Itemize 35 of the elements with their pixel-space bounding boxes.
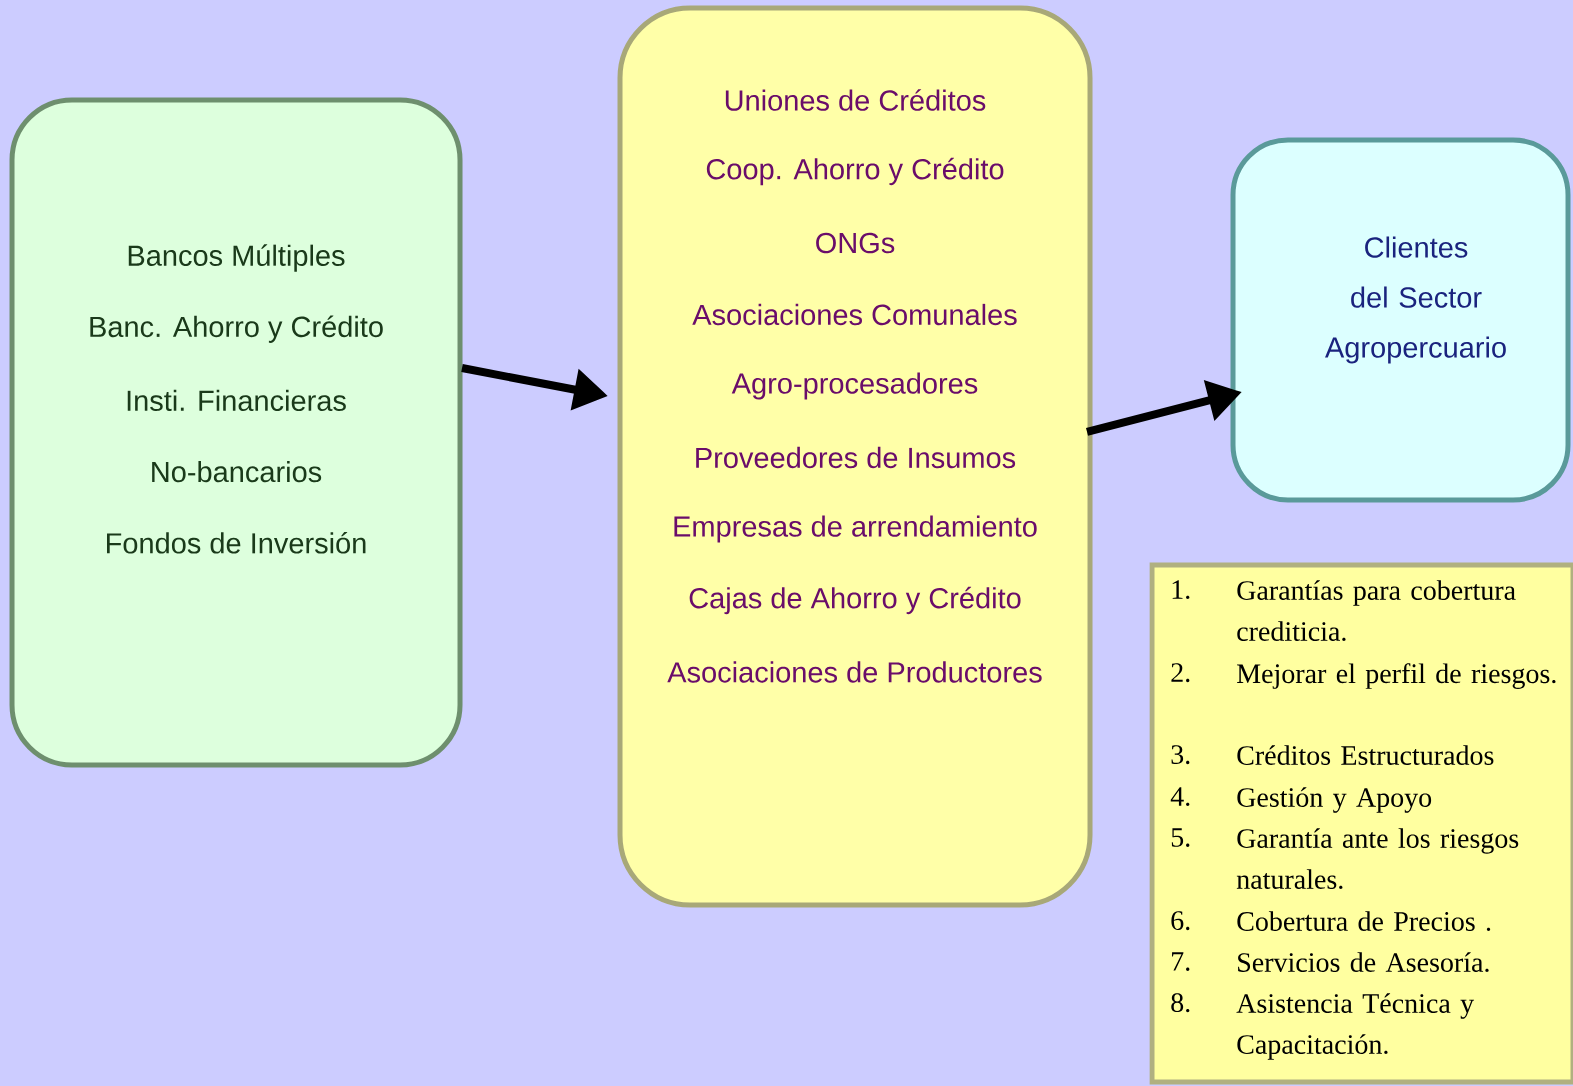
item-text: Fondos de Inversión	[107, 532, 366, 554]
client-text: Clientes del Sector Agropercuario	[1325, 236, 1506, 364]
list-number: 1.	[1172, 580, 1190, 600]
list-item: Cobertura de Precios .	[1237, 911, 1491, 931]
item-text: Empresas de arrendamiento	[674, 515, 1037, 543]
list-item: Asistencia Técnica y Capacitación.	[1236, 993, 1474, 1060]
list-box	[1149, 562, 1573, 1085]
rounded-box	[1230, 137, 1571, 503]
list-number: 3.	[1171, 745, 1190, 765]
item-text: Banc. Ahorro y Crédito	[90, 315, 383, 343]
item-text: Uniones de Créditos	[725, 89, 986, 111]
item-text: Proveedores de Insumos	[696, 446, 1016, 469]
list-item: Créditos Estructurados	[1237, 745, 1494, 765]
item-text: Insti. Financieras	[127, 389, 346, 412]
rounded-box	[9, 97, 463, 768]
list-number: 2.	[1171, 663, 1190, 683]
list-item: Gestión y Apoyo	[1237, 787, 1432, 813]
list-item: Garantías para cobertura crediticia.	[1237, 580, 1516, 642]
item-text: Asociaciones Comunales	[692, 303, 1017, 326]
list-number: 8.	[1171, 993, 1190, 1013]
list-number: 4.	[1170, 787, 1190, 806]
list-item: Garantía ante los riesgos naturales.	[1236, 828, 1519, 890]
item-text: ONGs	[816, 232, 895, 254]
item-text: Coop. Ahorro y Crédito	[706, 157, 1004, 186]
rounded-box	[617, 5, 1093, 908]
item-text: No-bancarios	[152, 460, 322, 483]
list-number: 7.	[1172, 952, 1190, 971]
list-item: Servicios de Asesoría.	[1238, 952, 1489, 973]
list-number: 5.	[1171, 828, 1190, 847]
item-text: Cajas de Ahorro y Crédito	[689, 586, 1021, 615]
list-item: Mejorar el perfil de riesgos.	[1237, 663, 1556, 689]
item-text: Asociaciones de Productores	[667, 661, 1042, 683]
item-text: Bancos Múltiples	[128, 244, 345, 272]
item-text: Agro-procesadores	[731, 372, 978, 400]
list-number: 6.	[1171, 911, 1190, 931]
